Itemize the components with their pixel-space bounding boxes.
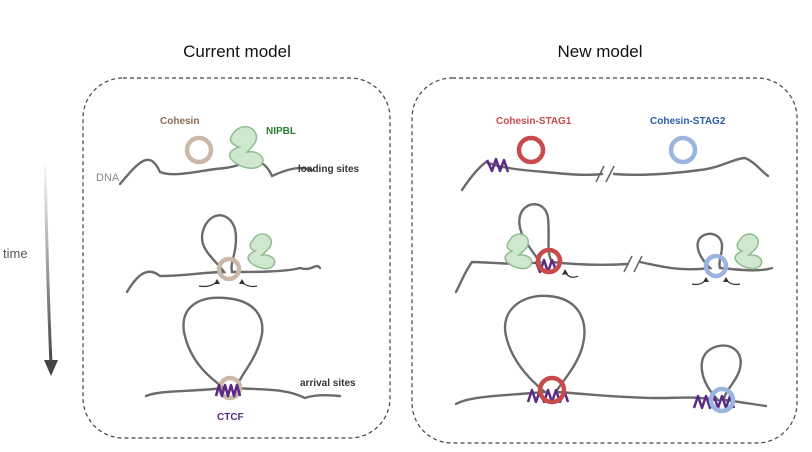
new-dna-row2-left <box>454 203 630 294</box>
new-dna-row3 <box>454 294 768 408</box>
current-arrow-left-row2 <box>198 281 218 288</box>
current-cohesin-ring-row1 <box>184 135 214 165</box>
dna-label: DNA <box>96 172 120 184</box>
new-arrowhead-row2-stag2-right <box>723 277 729 282</box>
new-dna-row1-right <box>612 156 770 178</box>
current-dna-row1 <box>118 158 314 186</box>
current-ctcf-row3 <box>214 383 242 398</box>
new-stag1-ring-row3 <box>537 375 567 405</box>
loading-sites-label: loading sites <box>298 164 360 175</box>
new-stag2-ring-row2 <box>703 253 729 279</box>
new-stag2-ring-row3 <box>708 386 736 414</box>
new-dna-row1-left <box>460 160 604 192</box>
current-model-title: Current model <box>183 42 291 61</box>
current-nipbl-row2 <box>247 233 276 270</box>
cohesin-stag2-label: Cohesin-STAG2 <box>650 116 726 127</box>
new-stag1-ring-row2 <box>535 247 563 275</box>
new-stag2-ring-row1 <box>668 135 698 165</box>
new-model-title: New model <box>557 42 643 61</box>
current-cohesin-ring-row2 <box>216 256 242 282</box>
current-arrowhead-right-row2 <box>239 279 245 284</box>
nipbl-label: NIPBL <box>266 126 296 137</box>
cohesin-label: Cohesin <box>160 116 200 127</box>
new-ctcf-row2 <box>534 258 558 274</box>
arrival-sites-label: arrival sites <box>300 378 356 389</box>
time-arrow-shaft <box>43 159 53 366</box>
new-break-row1 <box>595 165 615 183</box>
new-nipbl-row2-right <box>734 233 763 270</box>
new-arrowhead-row2-stag1 <box>562 269 568 275</box>
current-arrowhead-left-row2 <box>214 279 220 284</box>
new-arrowhead-row2-stag2-left <box>703 277 709 282</box>
current-nipbl-row1 <box>228 126 264 169</box>
new-break-row2 <box>623 255 643 273</box>
current-model-frame <box>82 77 391 439</box>
time-label: time <box>3 246 28 261</box>
time-arrow-head <box>44 360 58 376</box>
new-ctcf-row1 <box>485 157 510 173</box>
ctcf-label: CTCF <box>217 412 244 423</box>
current-arrow-right-row2 <box>241 281 258 288</box>
cohesin-stag1-label: Cohesin-STAG1 <box>496 116 572 127</box>
new-stag1-ring-row1 <box>516 135 546 165</box>
new-model-frame <box>411 77 798 444</box>
current-dna-row2 <box>125 214 322 294</box>
new-nipbl-row2-left <box>504 233 533 270</box>
